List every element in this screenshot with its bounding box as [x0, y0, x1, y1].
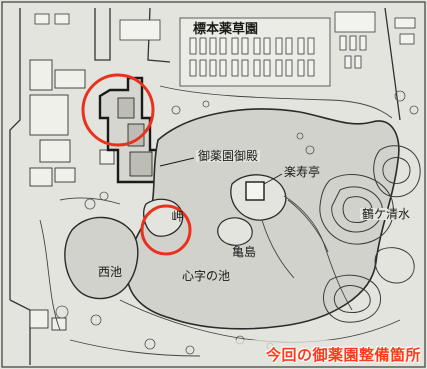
label-palace: 御薬園御殿 [196, 149, 261, 163]
paths [39, 85, 401, 357]
turtle-island [217, 217, 253, 246]
label-west-pond: 西池 [98, 265, 123, 279]
highlight-circle-palace [81, 73, 155, 147]
caption-band [215, 340, 423, 366]
label-crane-water: 鶴ケ清水 [360, 207, 413, 221]
pavilion-leader-line [263, 173, 283, 185]
west-pond-shore [64, 216, 139, 300]
label-turtle-island: 亀島 [232, 245, 257, 259]
label-cape: 岬 [170, 210, 184, 222]
palace-leader-line [159, 157, 195, 167]
left-buildings [29, 59, 115, 331]
herb-garden-plots [34, 11, 416, 87]
highlight-circle-cape [140, 204, 192, 256]
label-herb-garden: 標本薬草園 [190, 22, 262, 37]
vegetation [55, 90, 419, 355]
pavilion-building [245, 181, 265, 201]
map-caption: 今回の御薬園整備箇所 [265, 346, 421, 364]
east-hill-contours [319, 145, 421, 323]
label-heart-pond: 心字の池 [182, 269, 231, 283]
label-pavilion: 楽寿亭 [284, 165, 321, 179]
